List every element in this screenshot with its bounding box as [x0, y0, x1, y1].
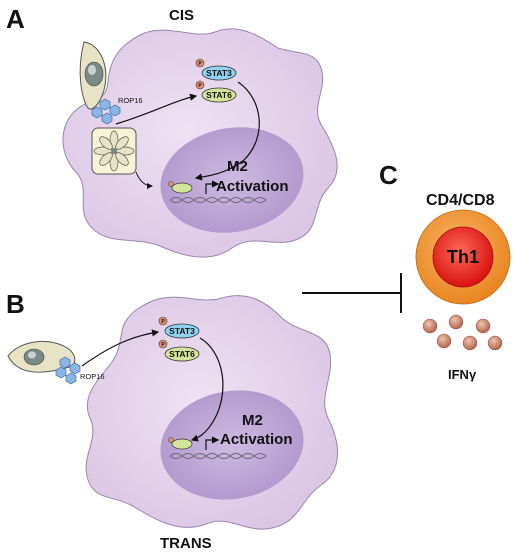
rop16-crystals-trans [55, 356, 81, 385]
panel-b: B TRANS ROP16 STAT3 P STAT6 P [6, 289, 338, 552]
svg-text:STAT6: STAT6 [169, 349, 195, 359]
stat3-trans: STAT3 P [158, 316, 200, 339]
panel-a-title: CIS [169, 7, 194, 24]
parasitophorous-vacuole [91, 127, 137, 175]
rop16-label-cis: ROP16 [118, 96, 143, 105]
transcription-arrow-cis [205, 180, 220, 194]
m2-label-cis: M2 [227, 158, 248, 175]
arrow-rop16-to-stat-trans [81, 329, 160, 367]
toxoplasma-parasite-cis [79, 41, 107, 110]
panel-b-title: TRANS [160, 535, 212, 552]
activation-label-cis: Activation [216, 178, 289, 195]
transcription-arrow-trans [205, 436, 220, 450]
svg-text:STAT6: STAT6 [206, 90, 232, 100]
svg-text:P: P [198, 61, 202, 67]
svg-text:STAT3: STAT3 [206, 68, 232, 78]
stat6-cis: STAT6 P [195, 80, 237, 103]
svg-text:STAT3: STAT3 [169, 326, 195, 336]
arrow-rop16-to-stat-cis [115, 93, 198, 125]
stat-dimer-bound-trans [171, 438, 193, 450]
activation-label-trans: Activation [220, 431, 293, 448]
toxoplasma-parasite-trans [7, 340, 76, 373]
nucleus-trans [160, 390, 304, 500]
panel-c-letter: C [379, 160, 398, 190]
phospho-bound-cis [168, 181, 174, 187]
panel-c: C CD4/CD8 Th1 IFNγ [379, 160, 511, 382]
arrow-stat-to-nucleus-cis [194, 81, 260, 181]
stat3-cis: STAT3 P [195, 58, 237, 81]
panel-a: A CIS ROP16 [6, 4, 338, 258]
ifn-gamma-label: IFNγ [448, 367, 477, 382]
th1-label: Th1 [447, 247, 479, 267]
phospho-bound-trans [168, 437, 174, 443]
dna-trans [169, 453, 267, 459]
svg-text:P: P [161, 342, 165, 348]
arrow-stat-to-nucleus-trans [190, 337, 224, 442]
rop16-crystals-cis [91, 98, 121, 125]
panel-a-letter: A [6, 4, 25, 34]
th1-cell-nucleus [432, 226, 494, 288]
svg-text:P: P [198, 83, 202, 89]
rop16-label-trans: ROP16 [80, 372, 105, 381]
stat6-trans: STAT6 P [158, 339, 200, 362]
m2-label-trans: M2 [242, 412, 263, 429]
cd4-cd8-label: CD4/CD8 [426, 192, 495, 209]
stat-dimer-bound-cis [171, 182, 193, 194]
nucleus-cis [160, 127, 304, 233]
dna-cis [169, 197, 267, 203]
inhibition-arrow [302, 273, 402, 313]
svg-text:P: P [161, 319, 165, 325]
arrow-vacuole-cis [135, 171, 153, 189]
ifng-particles [422, 314, 503, 351]
panel-b-letter: B [6, 289, 25, 319]
